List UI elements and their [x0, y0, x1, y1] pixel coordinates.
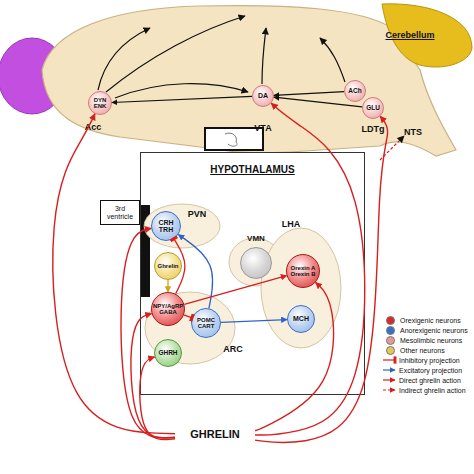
legend-row: Orexigenic neurons: [382, 316, 461, 325]
ghrelin-action-arrow: [121, 228, 175, 437]
region-label: Cerebellum: [385, 30, 434, 40]
neuron-circle: DYN ENK: [88, 91, 112, 115]
legend-line-sample: [382, 356, 398, 364]
node-text: GLU: [364, 105, 382, 112]
legend-text: Other neurons: [400, 347, 445, 354]
legend-text: Anorexigenic neurons: [400, 327, 468, 334]
region-label: NTS: [404, 127, 422, 137]
node-text: Ghrelin: [156, 263, 180, 269]
projection-arrow: [106, 16, 245, 92]
region-label: VTA: [254, 123, 271, 133]
neuron-circle: ACh: [344, 80, 366, 102]
neuron-circle: CRH TRH: [151, 211, 181, 241]
panel-heading: HYPOTHALAMUS: [141, 165, 364, 176]
legend-text: Direct ghrelin action: [399, 377, 461, 384]
node-text: MCH: [289, 315, 313, 322]
hypothalamus-sketch: [225, 133, 237, 146]
legend-line-sample: [382, 376, 398, 384]
neuron-circle: POMC CART: [191, 308, 221, 338]
legend-row: Other neurons: [382, 346, 445, 355]
projection-connector: [174, 239, 185, 294]
cerebellum-shape: [382, 4, 472, 67]
node-text: DA: [254, 92, 272, 99]
node-text: NPY/AgRP GABA: [153, 303, 183, 316]
ghrelin-action-arrow: [255, 103, 365, 435]
hypothalamus-panel: [140, 152, 365, 395]
projection-connector: [167, 280, 168, 292]
neuron-circle: VMN: [240, 247, 272, 279]
projection-arrow: [320, 38, 345, 82]
projection-arrow: [262, 28, 266, 84]
legend-line: [383, 389, 395, 390]
projection-connector: [274, 97, 362, 107]
node-text: 3rd ventricle: [101, 205, 139, 220]
ghrelin-action-arrow: [53, 114, 175, 434]
projection-arrow: [115, 84, 248, 98]
legend-text: Orexigenic neurons: [400, 317, 461, 324]
hormone-node: GHRELIN: [175, 425, 255, 445]
region-label: PVN: [188, 209, 207, 219]
node-text: CRH TRH: [156, 219, 176, 234]
ghrelin-action-arrow: [140, 357, 175, 440]
legend-row: Excitatory projection: [382, 366, 462, 374]
ghrelin-action-arrow: [255, 116, 388, 442]
projection-connector: [274, 92, 344, 96]
neuron-circle: GHRH: [154, 339, 182, 367]
node-text: POMC CART: [196, 317, 216, 330]
node-text: ACh: [346, 88, 364, 95]
legend-text: Excitatory projection: [399, 367, 462, 374]
projection-connector: [184, 315, 192, 318]
node-text: Orexin A Orexin B: [290, 265, 317, 278]
indirect-arrow: [380, 136, 404, 160]
neuron-circle: GLU: [362, 97, 384, 119]
label-box: 3rd ventricle: [100, 200, 140, 225]
arc-region: [145, 292, 235, 364]
projection-connector: [221, 320, 287, 323]
legend-text: Mesolimbic neurons: [400, 337, 462, 344]
zoom-frame: [205, 128, 263, 150]
pvn-region: [144, 204, 220, 248]
neuron-circle: MCH: [287, 305, 315, 333]
node-text: VMN: [247, 235, 265, 243]
legend-swatch: [386, 346, 395, 355]
legend-text: Inhibitory projection: [399, 357, 460, 364]
legend-line: [383, 359, 395, 360]
legend-row: Anorexigenic neurons: [382, 326, 468, 335]
region-label: LDTg: [362, 124, 385, 134]
legend-line-sample: [382, 386, 398, 394]
legend-row: Direct ghrelin action: [382, 376, 461, 384]
projection-connector: [184, 276, 286, 305]
projection-arrow: [98, 28, 150, 90]
legend-row: Inhibitory projection: [382, 356, 460, 364]
region-label: ARC: [223, 344, 243, 354]
ghrelin-action-arrow: [131, 314, 175, 438]
legend-swatch: [386, 326, 395, 335]
legend-swatch: [386, 336, 395, 345]
neuron-circle: Ghrelin: [154, 252, 182, 280]
region-label: Acc: [85, 122, 102, 132]
projection-connector: [178, 235, 212, 309]
node-text: GHRELIN: [190, 429, 240, 441]
region-label: LHA: [282, 219, 301, 229]
legend-row: Mesolimbic neurons: [382, 336, 462, 345]
neuron-circle: Orexin A Orexin B: [286, 254, 320, 288]
ghrelin-action-arrow: [255, 282, 334, 430]
lha-region: [261, 228, 341, 348]
legend-line: [383, 379, 395, 380]
projection-connector: [112, 96, 252, 102]
legend-line-sample: [382, 366, 398, 374]
legend-swatch: [386, 316, 395, 325]
node-text: GHRH: [156, 350, 180, 357]
neuron-circle: DA: [252, 85, 274, 107]
neuron-circle: NPY/AgRP GABA: [151, 292, 185, 326]
node-text: DYN ENK: [92, 97, 108, 110]
inset-panel: HYPOTHALAMUS CRH TRH GhrelinNPY/AgRP GABA G…: [140, 152, 365, 395]
legend-row: Indirect ghrelin action: [382, 386, 466, 394]
legend-line: [383, 369, 395, 370]
legend-text: Indirect ghrelin action: [399, 387, 466, 394]
